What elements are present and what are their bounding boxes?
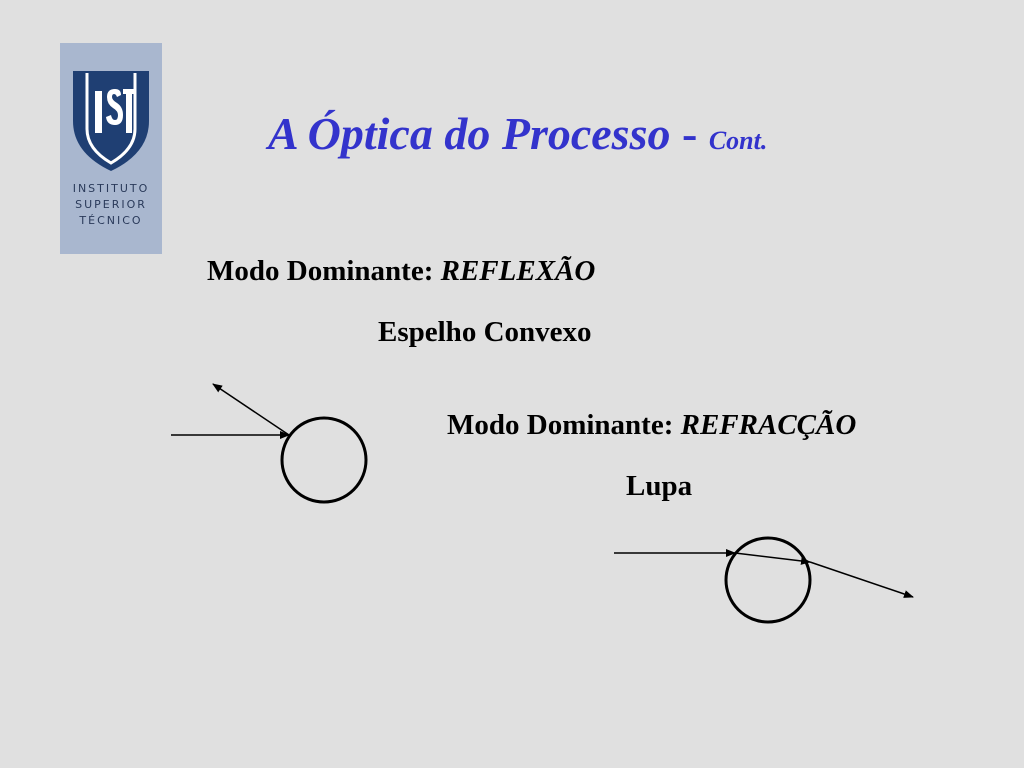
- refraction-mode-heading: Modo Dominante: REFRACÇÃO: [447, 409, 856, 442]
- title-main: A Óptica do Processo: [268, 108, 671, 159]
- magnifier-lens-circle: [724, 536, 812, 624]
- title-suffix: Cont.: [708, 126, 768, 155]
- refraction-exit-ray: [809, 561, 914, 598]
- title-separator: -: [681, 108, 698, 159]
- reflection-mode-label: Modo Dominante:: [207, 255, 434, 287]
- refraction-mode-value: REFRACÇÃO: [680, 409, 857, 441]
- reflection-mode-heading: Modo Dominante: REFLEXÃO: [207, 255, 595, 288]
- refraction-mode-label: Modo Dominante:: [447, 409, 674, 441]
- logo-line-2: SUPERIOR: [75, 198, 147, 211]
- ist-logo: INSTITUTO SUPERIOR TÉCNICO: [60, 43, 162, 254]
- reflection-mode-value: REFLEXÃO: [440, 255, 596, 287]
- logo-line-3: TÉCNICO: [79, 214, 143, 227]
- reflection-reflected-ray: [212, 383, 290, 436]
- refraction-device-label: Lupa: [626, 470, 693, 502]
- logo-text: INSTITUTO SUPERIOR TÉCNICO: [60, 181, 162, 229]
- ist-shield-logo-icon: [73, 71, 149, 171]
- reflection-diagram: [171, 383, 368, 504]
- refraction-inner-ray: [734, 552, 811, 565]
- page-title: A Óptica do Processo - Cont.: [268, 104, 968, 171]
- convex-mirror-circle: [280, 416, 368, 504]
- refraction-diagram: [614, 536, 914, 624]
- reflection-device-label: Espelho Convexo: [378, 316, 592, 348]
- logo-line-1: INSTITUTO: [72, 182, 150, 195]
